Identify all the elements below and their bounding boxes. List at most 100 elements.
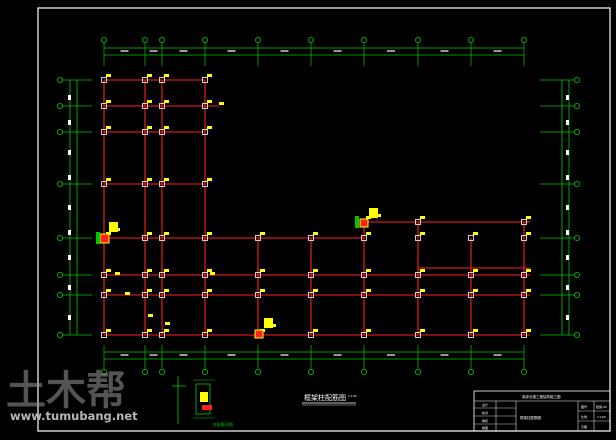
column-tag-leader <box>524 217 528 221</box>
column-tag <box>164 269 169 272</box>
dimension-tick <box>566 150 569 155</box>
column-tag <box>366 269 371 272</box>
column-tag-leader <box>524 330 528 334</box>
column-marker <box>308 272 314 278</box>
left-dimension-chain <box>69 80 78 335</box>
column-tag <box>115 272 120 275</box>
axis-bubble <box>158 37 165 44</box>
column-tag-leader <box>311 233 315 237</box>
watermark-url-group: www.tumubang.net <box>10 409 138 423</box>
axis-bubble <box>141 368 148 375</box>
column-marker <box>521 219 527 225</box>
column-tag <box>106 269 111 272</box>
axis-bubble <box>254 37 261 44</box>
highlighted-column-bottom[interactable] <box>254 318 276 339</box>
dimension-tick <box>566 230 569 235</box>
column-marker <box>101 272 107 278</box>
column-marker <box>159 272 165 278</box>
column-tag <box>207 178 212 181</box>
column-tag-leader <box>104 270 108 274</box>
column-tag <box>260 269 265 272</box>
drawing-title-group: 框架柱配筋图 1:100 <box>302 393 357 406</box>
axis-bubble <box>521 368 528 375</box>
column-tags <box>104 74 531 334</box>
column-marker <box>415 235 421 241</box>
column-marker <box>202 103 208 109</box>
column-tag-leader <box>364 330 368 334</box>
column-tag-leader <box>205 75 209 79</box>
axis-bubble <box>141 37 148 44</box>
top-dimension-chain <box>104 47 524 56</box>
column-tag-leader <box>205 127 209 131</box>
axis-bubble <box>307 37 314 44</box>
column-tag-leader <box>205 101 209 105</box>
highlighted-column-left[interactable] <box>96 222 120 244</box>
column-tag <box>164 329 169 332</box>
column-tag-leader <box>205 290 209 294</box>
column-tag <box>147 100 152 103</box>
column-tag-leader <box>145 290 149 294</box>
title-block-right-label: 比例 <box>581 414 587 419</box>
column-tag <box>313 232 318 235</box>
column-tag-leader <box>418 233 422 237</box>
column-marker <box>101 103 107 109</box>
column-tag-leader <box>205 233 209 237</box>
grid-axes <box>57 37 581 375</box>
axis-bubble <box>307 368 314 375</box>
column-tag <box>164 126 169 129</box>
column-marker <box>142 332 148 338</box>
column-tag-leader <box>311 270 315 274</box>
axis-bubble <box>57 271 64 278</box>
column-tag-leader <box>162 179 166 183</box>
column-tag-leader <box>162 101 166 105</box>
column-tag <box>207 329 212 332</box>
column-tag <box>164 289 169 292</box>
column-tag-leader <box>162 75 166 79</box>
column-tag <box>106 289 111 292</box>
axis-bubble <box>57 331 64 338</box>
column-tag-leader <box>162 233 166 237</box>
column-marker <box>415 272 421 278</box>
column-tag-leader <box>104 330 108 334</box>
column-marker <box>468 292 474 298</box>
bottom-dimension-chain <box>104 351 524 360</box>
dimension-text <box>333 50 342 52</box>
axis-bubble <box>574 128 581 135</box>
column-tag <box>147 289 152 292</box>
column-tag-leader <box>364 290 368 294</box>
column-tag <box>125 292 130 295</box>
dimension-text <box>179 354 188 356</box>
column-tag <box>147 126 152 129</box>
highlighted-column-mid[interactable] <box>355 208 381 228</box>
dimension-tick <box>566 120 569 125</box>
axis-bubble <box>467 37 474 44</box>
axis-bubble <box>360 37 367 44</box>
column-tag-leader <box>104 179 108 183</box>
column-marker <box>202 272 208 278</box>
dimension-text <box>280 354 289 356</box>
column-tag-leader <box>104 127 108 131</box>
column-markers <box>101 77 527 338</box>
dimension-text <box>227 50 236 52</box>
axis-bubble <box>574 234 581 241</box>
column-tag <box>526 289 531 292</box>
column-tag <box>526 269 531 272</box>
column-tag <box>164 178 169 181</box>
column-tag-leader <box>162 290 166 294</box>
dimension-text <box>280 50 289 52</box>
column-tag-leader <box>418 290 422 294</box>
column-tag-leader <box>145 75 149 79</box>
dimension-text <box>149 354 158 356</box>
dimension-text <box>387 50 395 52</box>
column-tag <box>207 100 212 103</box>
dimension-tick <box>566 315 569 320</box>
column-tag <box>420 329 425 332</box>
column-tag-leader <box>364 270 368 274</box>
axis-bubble <box>158 368 165 375</box>
axis-bubble <box>360 368 367 375</box>
column-tag-leader <box>311 290 315 294</box>
column-tag <box>106 74 111 77</box>
dimension-text <box>440 50 449 52</box>
column-marker <box>101 77 107 83</box>
